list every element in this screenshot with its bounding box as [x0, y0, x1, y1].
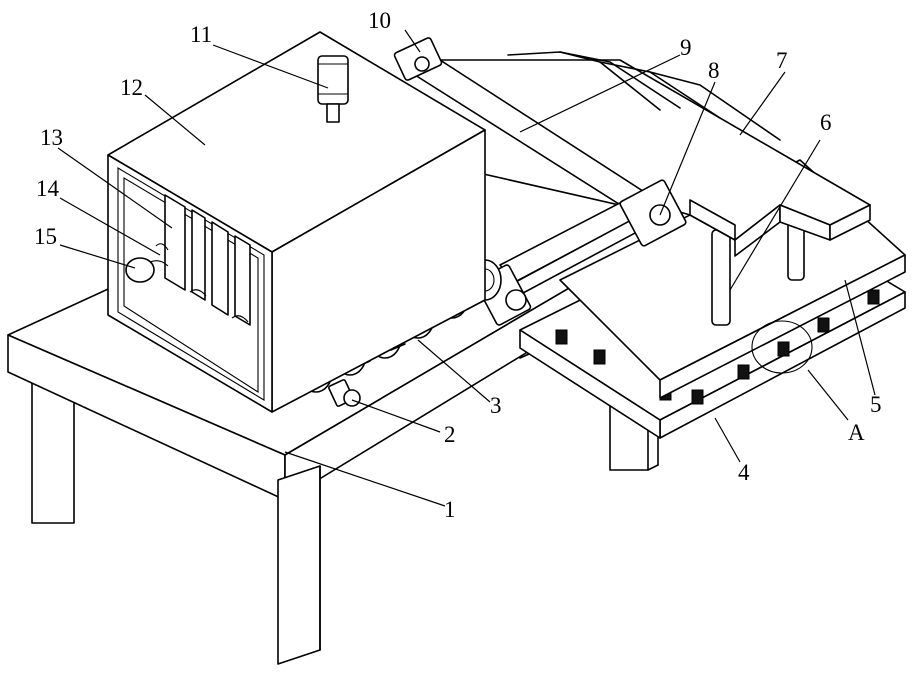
- label-5: 5: [870, 392, 882, 417]
- label-a: A: [848, 420, 865, 445]
- rod-right: [788, 222, 804, 280]
- label-8: 8: [708, 58, 720, 83]
- label-12: 12: [120, 75, 143, 100]
- label-2: 2: [444, 422, 456, 447]
- rail-front-knob: [506, 290, 526, 310]
- shaft-end: [126, 258, 154, 282]
- label-15: 15: [34, 224, 57, 249]
- label-4: 4: [738, 460, 750, 485]
- label-6: 6: [820, 110, 832, 135]
- label-13: 13: [40, 125, 63, 150]
- label-10: 10: [368, 8, 391, 33]
- label-11: 11: [190, 22, 212, 47]
- label-1: 1: [444, 497, 456, 522]
- label-14: 14: [36, 176, 60, 201]
- label-9: 9: [680, 35, 692, 60]
- label-7: 7: [776, 48, 788, 73]
- table-leg-front: [278, 466, 320, 664]
- rod-left: [712, 230, 730, 325]
- label-3: 3: [490, 393, 502, 418]
